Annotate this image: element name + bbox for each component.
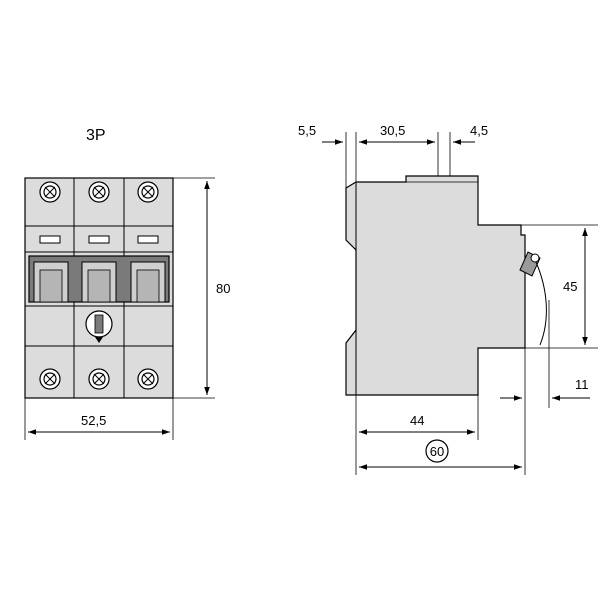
screw-icon [137, 368, 159, 390]
dim-top-mid-label: 30,5 [380, 123, 405, 138]
toggle-levers [28, 255, 170, 303]
side-view: 5,5 30,5 4,5 45 11 44 [298, 123, 598, 475]
front-width-dimension: 52,5 [24, 398, 174, 440]
side-body [345, 175, 526, 396]
side-bottom-depth-dimension: 44 [355, 395, 479, 475]
rotary-knob-icon [85, 310, 113, 343]
dim-top-right-label: 4,5 [470, 123, 488, 138]
side-right-small-dimension: 11 [500, 300, 590, 475]
dim-bottom-depth-label: 44 [410, 413, 424, 428]
dim-right-small-label: 11 [575, 377, 589, 392]
bottom-terminal-screws [39, 368, 159, 390]
screw-icon [137, 181, 159, 203]
dim-top-left-label: 5,5 [298, 123, 316, 138]
top-terminal-screws [39, 181, 159, 203]
screw-icon [39, 181, 61, 203]
front-width-label: 52,5 [81, 413, 106, 428]
dim-bottom-total-label: 60 [430, 444, 444, 459]
screw-icon [39, 368, 61, 390]
indicator-windows [39, 235, 159, 244]
front-height-label: 80 [216, 281, 230, 296]
screw-icon [88, 368, 110, 390]
screw-icon [88, 181, 110, 203]
side-bottom-total-dimension: 60 [359, 439, 522, 470]
front-height-dimension: 80 [173, 177, 230, 399]
side-right-height-dimension: 45 [521, 224, 598, 349]
side-top-dimensions: 5,5 30,5 4,5 [298, 123, 488, 188]
side-lever-icon [519, 251, 547, 346]
dim-right-height-label: 45 [563, 279, 577, 294]
front-title: 3P [86, 127, 106, 144]
front-view: 3P [24, 127, 230, 440]
